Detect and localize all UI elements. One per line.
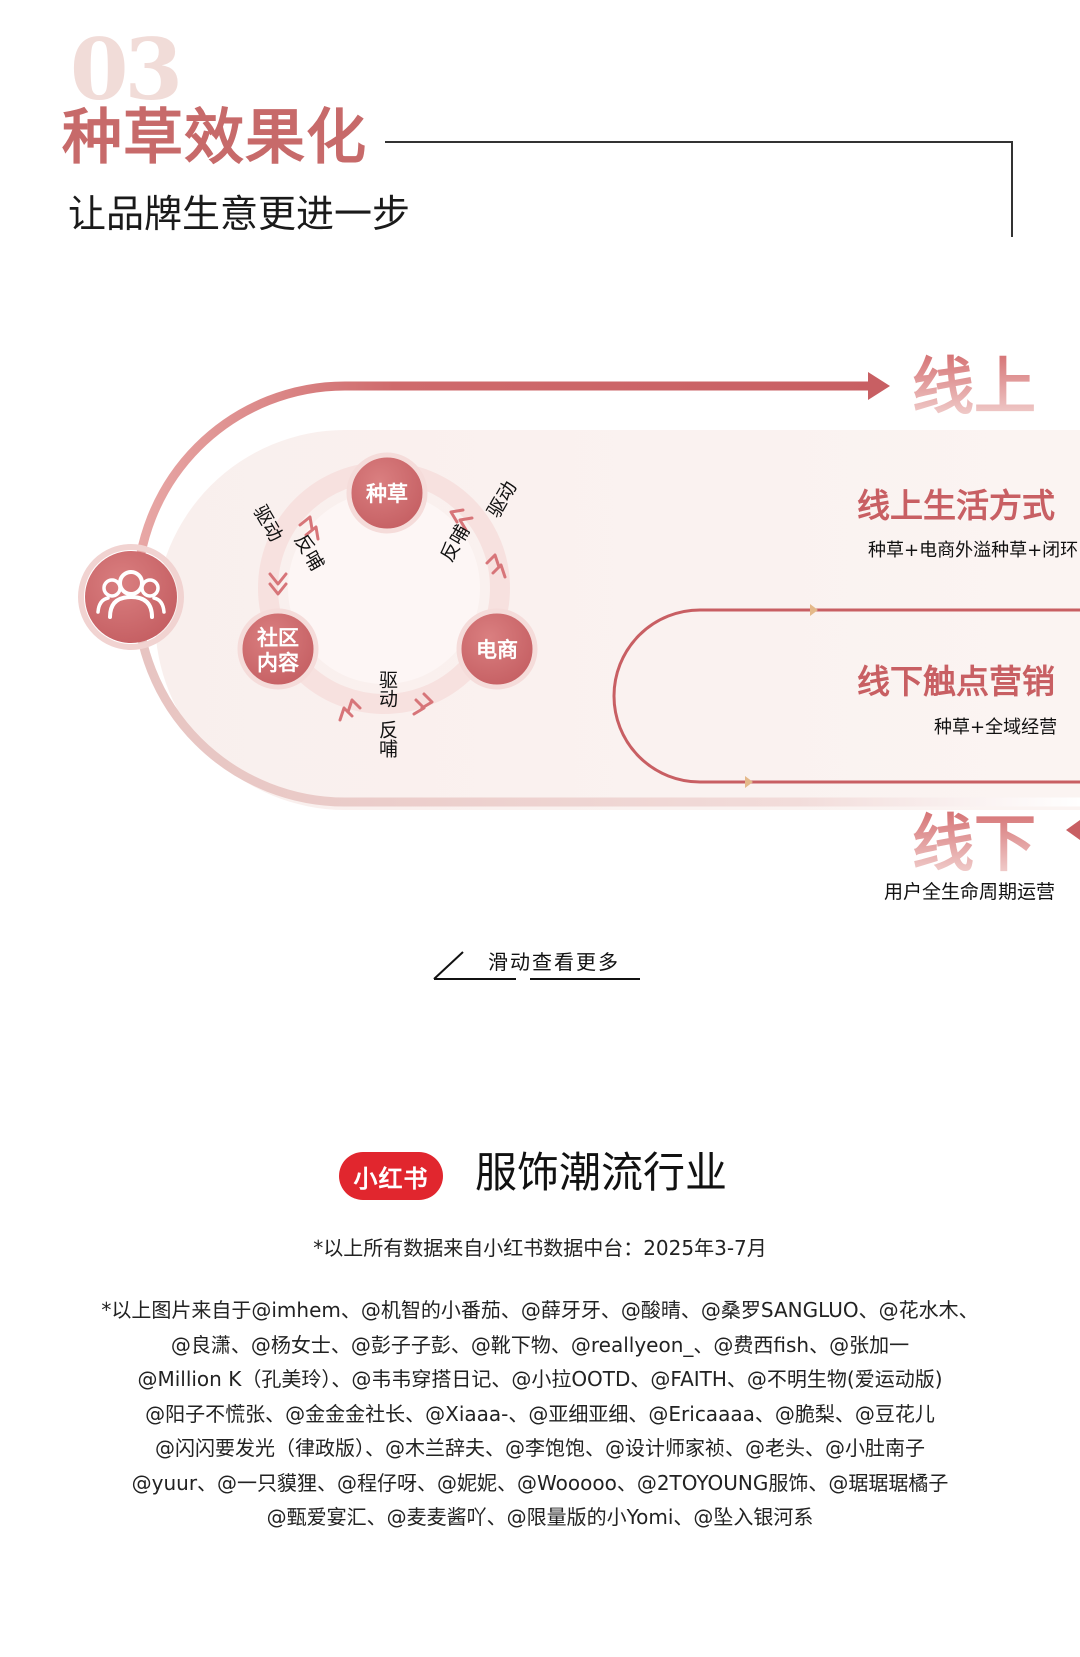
credit-line: @闪闪要发光（律政版）、@木兰辞夫、@李饱饱、@设计师家祯、@老头、@小肚南子 — [155, 1436, 925, 1460]
section-title: 种草效果化 — [62, 103, 367, 173]
section-subtitle: 让品牌生意更进一步 — [68, 192, 411, 236]
online-item-title: 线上生活方式 — [857, 486, 1055, 525]
cycle-node-ecommerce: 电商 — [456, 608, 538, 690]
credit-line: @yuur、@一只貘狸、@程仔呀、@妮妮、@Wooooo、@2TOYOUNG服饰… — [131, 1470, 949, 1495]
inner-loop-arrow-top — [810, 604, 818, 616]
header-frame-line — [385, 141, 1013, 143]
chevron-icon — [449, 508, 474, 532]
offline-item-title: 线下触点营销 — [857, 662, 1055, 701]
offline-heading: 线下 — [912, 807, 1036, 880]
users-icon — [78, 544, 184, 650]
section-number: 03 — [70, 20, 183, 119]
chevron-icon — [412, 692, 434, 716]
data-source-note: *以上所有数据来自小红书数据中台：2025年3-7月 — [313, 1236, 767, 1260]
scroll-hint-decoration — [433, 951, 640, 980]
xiaohongshu-logo: 小红书 — [339, 1152, 443, 1200]
online-item-desc: 种草+电商外溢种草+闭环 — [868, 540, 1078, 561]
credit-line: @阳子不慌张、@金金金社长、@Xiaaa-、@亚细亚细、@Ericaaaa、@脆… — [145, 1401, 935, 1426]
cycle-node-seeding-label: 种草 — [365, 482, 408, 506]
cycle-label-feedback-bottom: 反哺 — [376, 720, 398, 758]
cycle-node-community-label-line2: 内容 — [257, 651, 299, 675]
growth-loop-diagram: 驱动 反哺 驱动 反哺 驱动 反哺 种草 电商 社区 内容 线上 线下 用户全生… — [78, 350, 1080, 980]
credit-line: @甄爱宴汇、@麦麦酱吖、@限量版的小Yomi、@坠入银河系 — [266, 1505, 814, 1529]
offline-arrow-head — [1066, 820, 1080, 840]
header-frame-line-vertical — [1011, 141, 1013, 237]
chevron-icon — [485, 553, 507, 579]
cycle-node-community-label-line1: 社区 — [256, 626, 299, 650]
cycle-node-community: 社区 内容 — [237, 608, 319, 690]
online-heading: 线上 — [912, 350, 1036, 423]
credit-line: @良潇、@杨女士、@彭子子彭、@靴下物、@reallyeon_、@费西fish、… — [170, 1332, 910, 1357]
online-arrow-head — [868, 372, 890, 400]
image-credits: *以上图片来自于@imhem、@机智的小番茄、@薛牙牙、@酸晴、@桑罗SANGL… — [40, 1293, 1040, 1535]
cycle-ring-glow — [288, 492, 480, 684]
offline-item-desc: 种草+全域经营 — [934, 717, 1057, 738]
credit-line: @Million K（孔美玲）、@韦韦穿搭日记、@小拉OOTD、@FAITH、@… — [137, 1367, 943, 1391]
cycle-node-ecommerce-label: 电商 — [476, 638, 518, 662]
chevron-icon — [338, 698, 362, 722]
offline-caption: 用户全生命周期运营 — [884, 881, 1055, 903]
outer-loop-bottom — [132, 593, 1080, 807]
cycle-node-seeding: 种草 — [346, 452, 428, 534]
cycle-label-drive-bottom: 驱动 — [376, 670, 398, 708]
industry-title: 服饰潮流行业 — [475, 1148, 728, 1197]
inner-loop-arrow-bottom — [745, 776, 753, 788]
credit-line: *以上图片来自于@imhem、@机智的小番茄、@薛牙牙、@酸晴、@桑罗SANGL… — [101, 1298, 979, 1322]
scroll-more-link[interactable]: 滑动查看更多 — [488, 950, 620, 974]
inner-loop — [612, 608, 1080, 784]
chevron-icon — [298, 515, 320, 541]
chevron-icon — [268, 572, 288, 596]
